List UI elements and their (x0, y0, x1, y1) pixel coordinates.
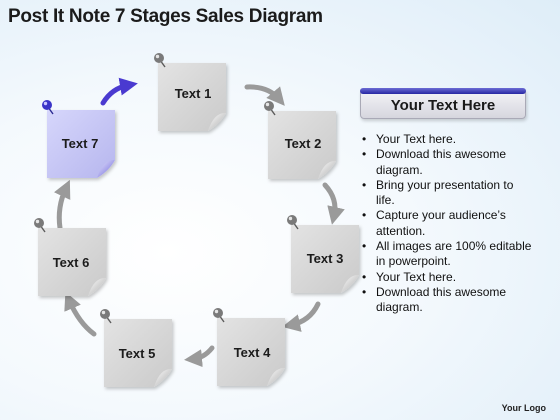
bullet-item: Bring your presentation to life. (360, 178, 535, 209)
connector-arrows (54, 77, 345, 368)
note-curl (341, 274, 359, 293)
stage-note-5[interactable] (104, 319, 172, 387)
stage-note-4[interactable] (217, 318, 285, 386)
pushpin-icon (213, 308, 225, 323)
logo-text: Your Logo (501, 403, 546, 413)
arrow-6-to-7 (54, 179, 71, 231)
bullet-item: Your Text here. (360, 270, 535, 286)
note-curl (267, 367, 285, 386)
stage-note-1[interactable] (158, 63, 226, 131)
stage-label-7: Text 7 (62, 136, 99, 151)
bullet-item: All images are 100% editable in powerpoi… (360, 239, 535, 270)
text-panel-header: Your Text Here (360, 88, 526, 119)
bullet-item: Download this awesome diagram. (360, 147, 535, 178)
pushpin-icon (154, 53, 166, 68)
pushpin-icon (42, 100, 54, 115)
bullet-item: Your Text here. (360, 132, 535, 148)
note-curl (88, 277, 106, 296)
arrow-5-to-6 (64, 291, 97, 337)
note-curl (318, 160, 336, 179)
note-sheet (291, 225, 359, 293)
text-panel-header-label: Your Text Here (390, 97, 496, 114)
stage-label-6: Text 6 (53, 255, 90, 270)
note-sheet (104, 319, 172, 387)
pushpin-icon (100, 309, 112, 324)
note-curl (154, 368, 172, 387)
note-curl (97, 159, 115, 178)
note-sheet (158, 63, 226, 131)
note-sheet (217, 318, 285, 386)
stage-note-3[interactable] (291, 225, 359, 293)
note-sheet (38, 228, 106, 296)
header-accent-bar (360, 88, 526, 94)
note-curl (208, 112, 226, 131)
stage-note-6[interactable] (38, 228, 106, 296)
pushpin-icon (287, 215, 299, 230)
stage-label-3: Text 3 (307, 251, 344, 266)
arrow-7-to-1 (100, 77, 138, 106)
page-title: Post It Note 7 Stages Sales Diagram (8, 6, 323, 27)
note-sheet (47, 110, 115, 178)
stage-label-4: Text 4 (234, 345, 271, 360)
pushpin-icon (264, 101, 276, 116)
stage-label-2: Text 2 (285, 136, 322, 151)
stage-note-2[interactable] (268, 111, 336, 179)
stage-label-5: Text 5 (119, 346, 156, 361)
bullet-item: Capture your audience’s attention. (360, 208, 535, 239)
pushpin-icon (34, 218, 46, 233)
arrow-4-to-5 (184, 345, 215, 368)
bullet-list: Your Text here. Download this awesome di… (360, 132, 535, 316)
arrow-3-to-4 (282, 301, 321, 332)
stage-note-7[interactable] (47, 110, 115, 178)
stage-label-1: Text 1 (175, 86, 212, 101)
arrow-2-to-3 (322, 182, 345, 225)
bullet-item: Download this awesome diagram. (360, 285, 535, 316)
note-sheet (268, 111, 336, 179)
arrow-1-to-2 (244, 84, 285, 106)
